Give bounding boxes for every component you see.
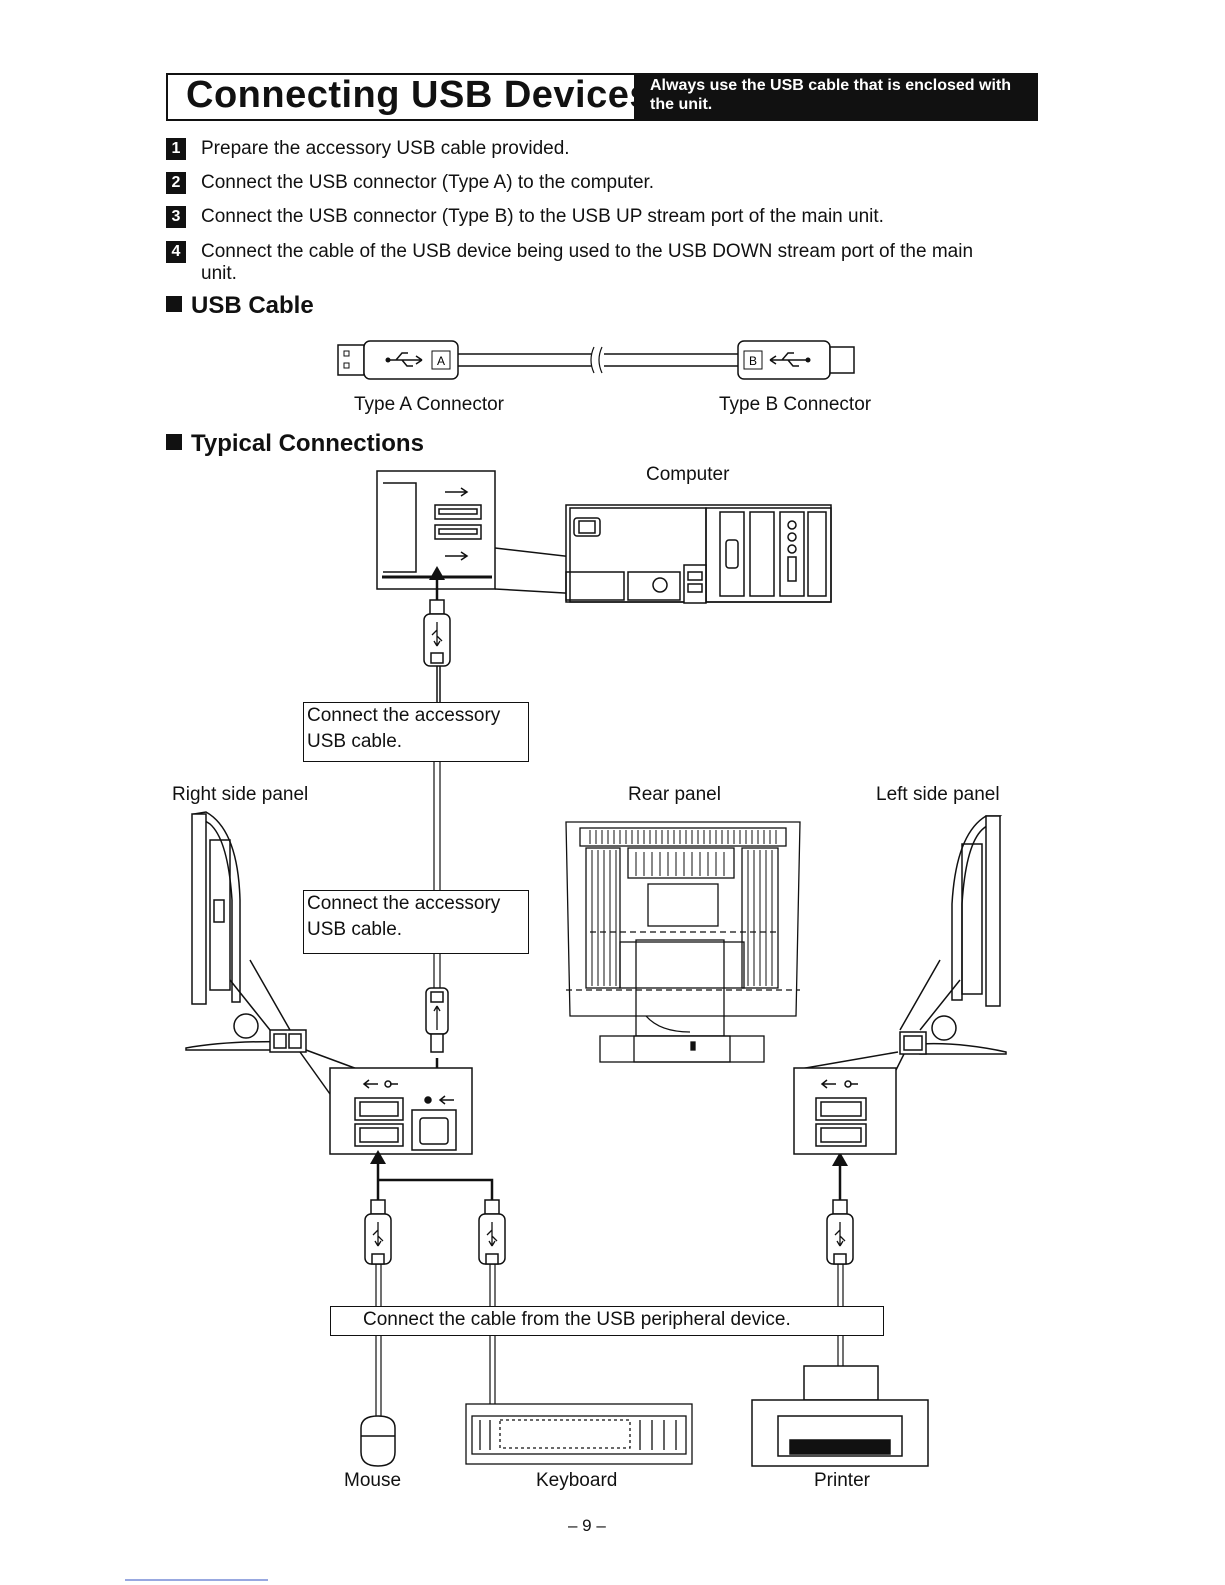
type-a-mark: A — [437, 354, 445, 368]
printer-icon — [751, 1365, 929, 1467]
step-text: Connect the cable of the USB device bein… — [201, 241, 974, 284]
rear-panel-monitor — [565, 821, 801, 1017]
title-note: Always use the USB cable that is enclose… — [636, 73, 1038, 121]
rear-panel-label: Rear panel — [628, 784, 721, 805]
bullet-square-icon — [166, 296, 182, 312]
left-side-port-box — [793, 1067, 897, 1155]
type-b-mark: B — [749, 354, 757, 368]
step-2: 2 Connect the USB connector (Type A) to t… — [166, 172, 654, 194]
step-number: 4 — [166, 241, 186, 263]
mouse-label: Mouse — [344, 1470, 402, 1491]
printer-label: Printer — [814, 1470, 870, 1491]
step-4: 4 Connect the cable of the USB device bei… — [166, 241, 1006, 285]
step-text: Connect the USB connector (Type A) to th… — [201, 172, 655, 193]
page-title: Connecting USB Devices — [186, 74, 651, 116]
left-side-panel-label: Left side panel — [876, 784, 1000, 805]
step-text: Connect the USB connector (Type B) to th… — [201, 206, 884, 227]
step-number: 1 — [166, 138, 186, 160]
title-box — [166, 73, 636, 121]
page-number: – 9 – — [568, 1516, 606, 1535]
callout-accessory-cable-top: Connect the accessory USB cable. — [303, 702, 529, 762]
right-side-port-box — [329, 1067, 473, 1155]
keyboard-icon — [465, 1403, 693, 1465]
step-1: 1 Prepare the accessory USB cable provide… — [166, 138, 570, 160]
usb-cable-heading: USB Cable — [166, 292, 314, 320]
typical-connections-heading: Typical Connections — [166, 430, 424, 458]
type-b-label: Type B Connector — [719, 394, 872, 415]
step-3: 3 Connect the USB connector (Type B) to t… — [166, 206, 884, 228]
keyboard-label: Keyboard — [536, 1470, 618, 1491]
usb-cable-diagram: A B — [337, 340, 855, 380]
step-text: Prepare the accessory USB cable provided… — [201, 138, 570, 159]
step-number: 3 — [166, 206, 186, 228]
bullet-square-icon — [166, 434, 182, 450]
computer-label: Computer — [646, 464, 730, 485]
right-side-panel-label: Right side panel — [172, 784, 309, 805]
type-a-label: Type A Connector — [354, 394, 504, 415]
callout-peripheral-cable: Connect the cable from the USB periphera… — [330, 1306, 884, 1336]
mouse-icon — [360, 1415, 396, 1467]
callout-accessory-cable-mid: Connect the accessory USB cable. — [303, 890, 529, 954]
step-number: 2 — [166, 172, 186, 194]
